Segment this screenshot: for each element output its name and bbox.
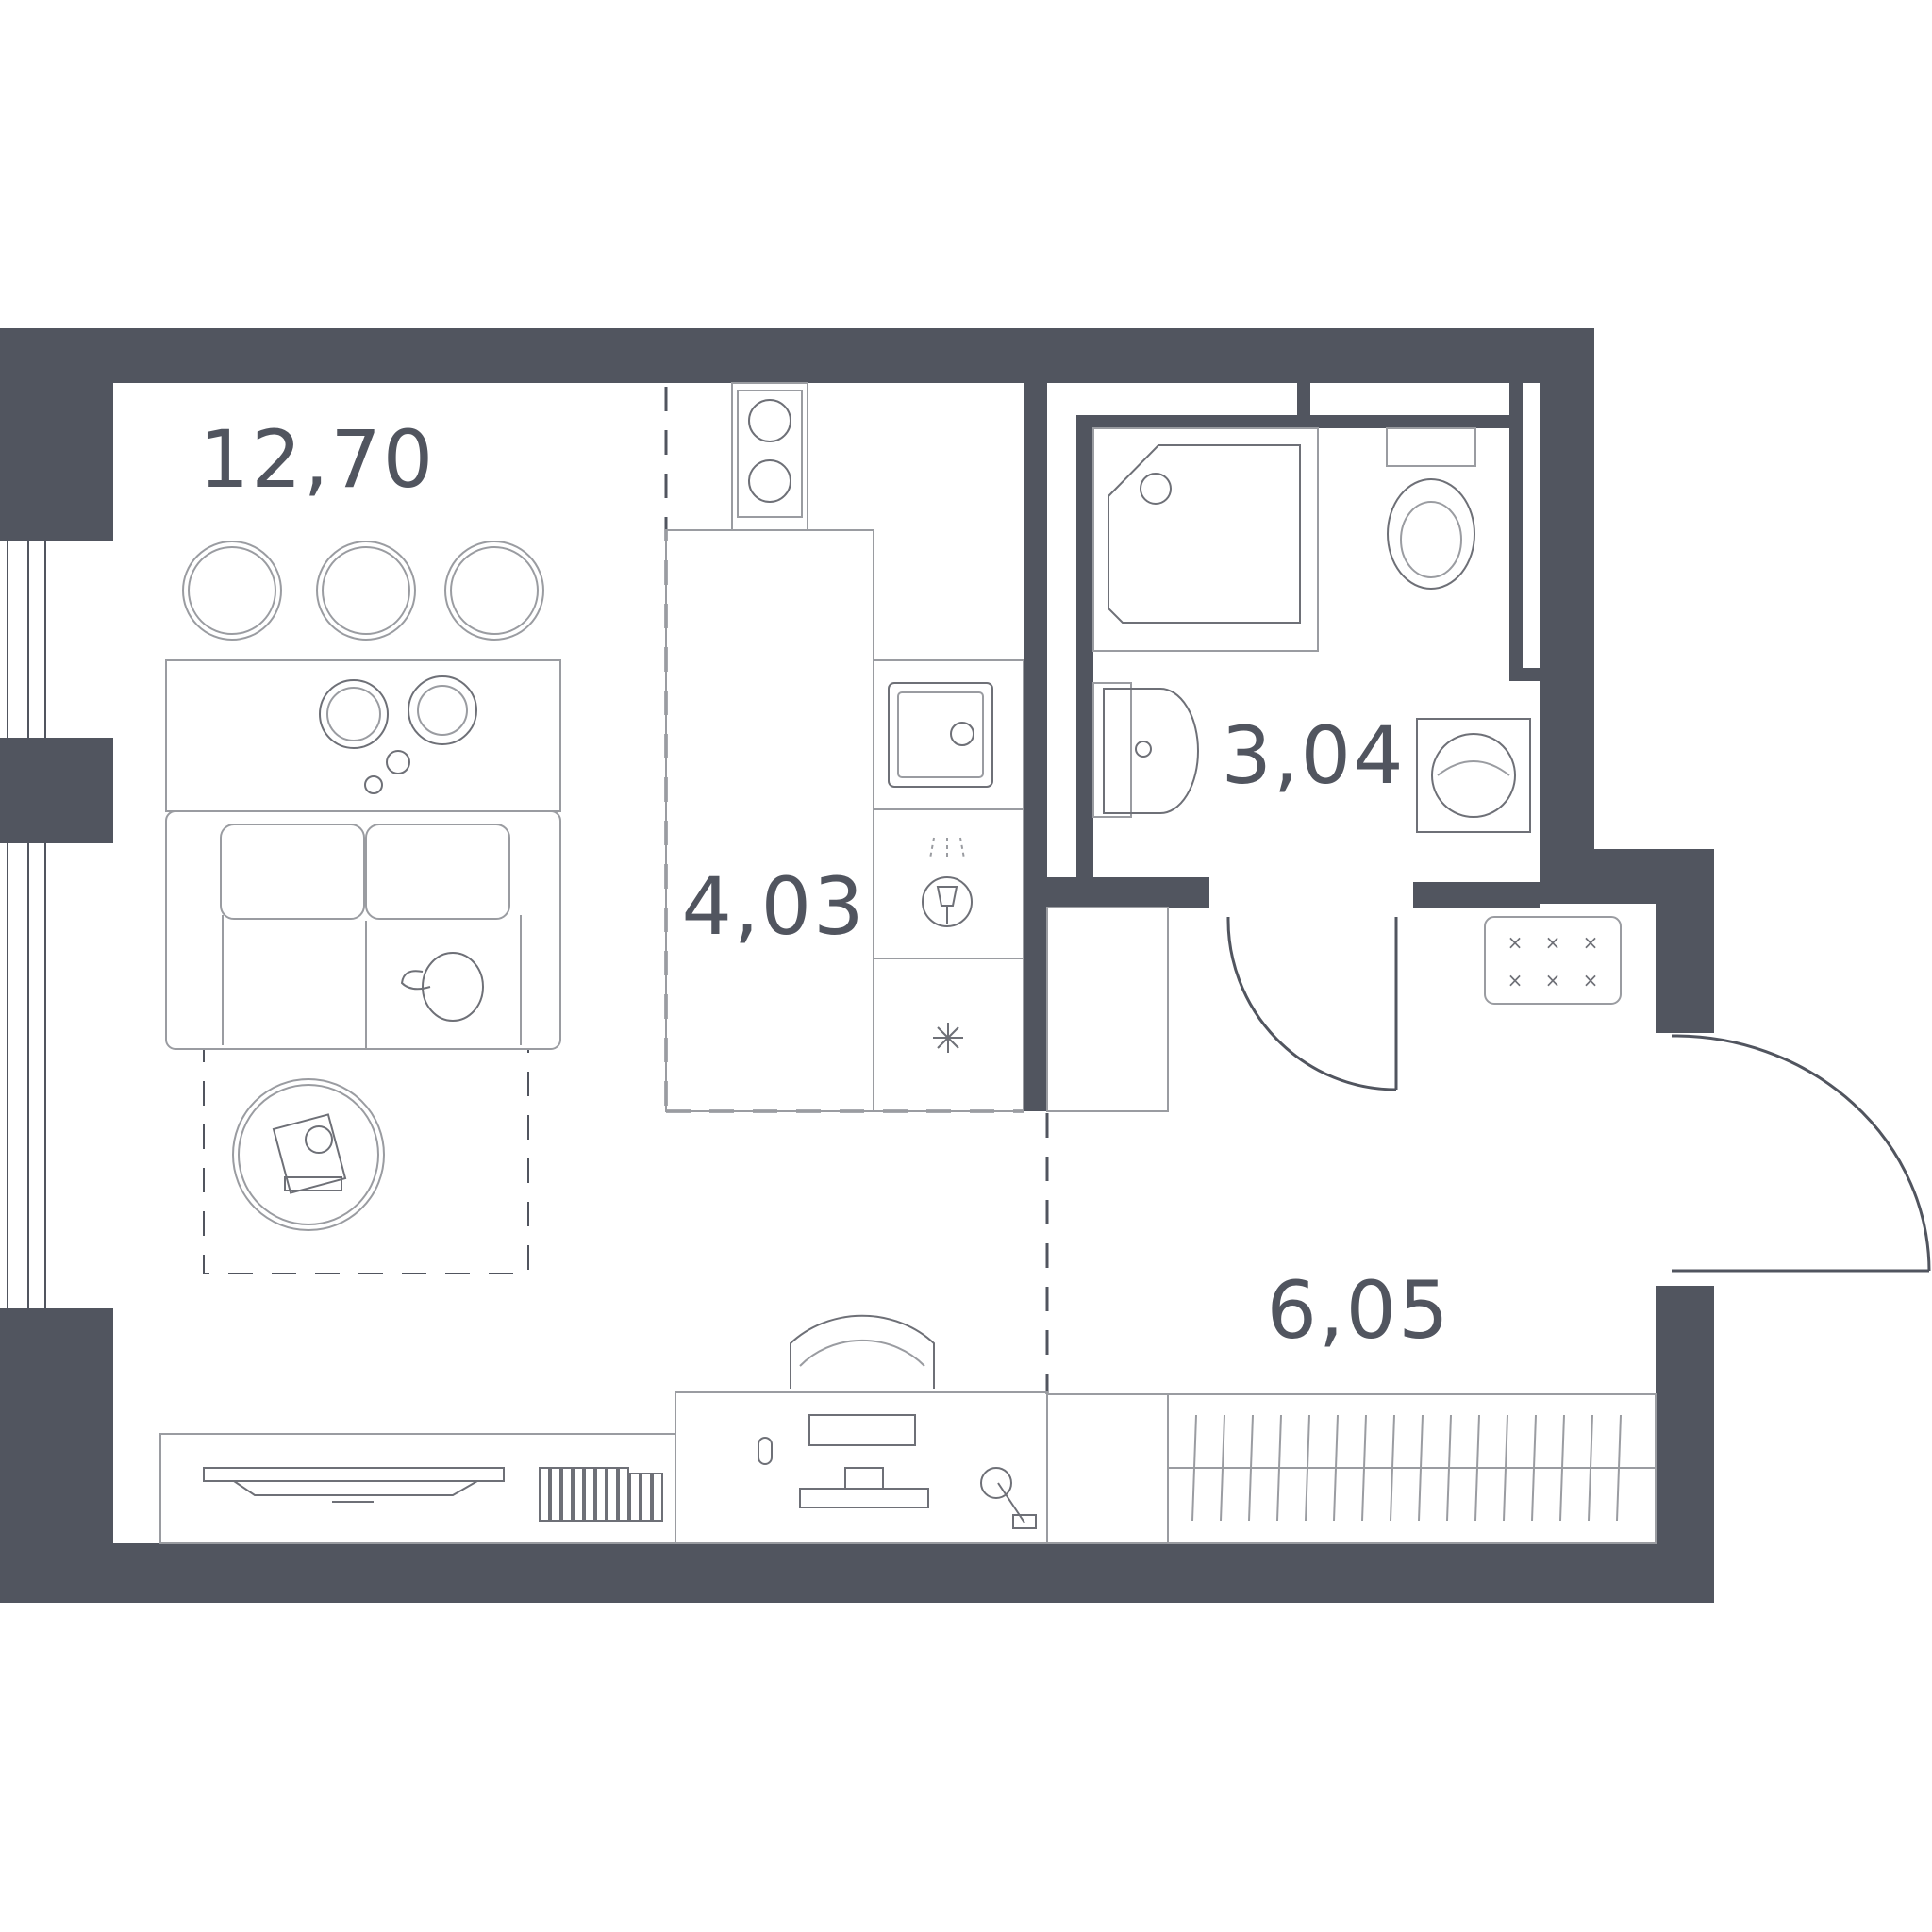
living-room-furniture [159, 541, 1048, 1544]
wall-bath-left [1076, 415, 1093, 882]
zone-dividers [203, 387, 1049, 1394]
wall-right-door-jamb-top [1656, 849, 1714, 1033]
kitchen-furniture [665, 382, 1024, 1112]
cup-icon [386, 750, 410, 774]
room-area-hallway: 6,05 [1266, 1264, 1450, 1357]
svg-text:×: × [1545, 969, 1561, 991]
desk-icon [675, 1314, 1048, 1544]
kitchen-counter [665, 529, 874, 1112]
wall-bath-bottom-right [1413, 882, 1540, 908]
walls [0, 328, 1714, 1603]
wall-bath-bottom-left [1047, 877, 1209, 908]
bathroom-furniture [1092, 427, 1531, 833]
wall-bath-top-right [1297, 383, 1310, 417]
cup-icon [364, 775, 383, 794]
plate-icon [319, 679, 389, 749]
plate-icon [408, 675, 477, 745]
hallway-furniture: × × × × × × [1046, 907, 1657, 1544]
wall-left-top [0, 328, 113, 541]
svg-text:×: × [1583, 969, 1599, 991]
wall-bath-top-stub [1509, 383, 1523, 679]
svg-text:×: × [1507, 969, 1524, 991]
coffee-table-icon [232, 1078, 385, 1231]
sofa-icon [165, 810, 561, 1050]
washbasin-icon [1092, 682, 1199, 818]
wall-bath-top-left [1076, 415, 1298, 428]
svg-text:×: × [1545, 931, 1561, 954]
wall-right-door-jamb-bottom [1656, 1286, 1714, 1603]
stool-icon [444, 541, 544, 641]
kitchen-cabinet [873, 659, 1024, 1112]
dining-table [165, 659, 561, 812]
window-lower [7, 843, 46, 1308]
svg-text:×: × [1583, 931, 1599, 954]
shower-icon [1092, 427, 1319, 652]
room-area-bathroom: 3,04 [1221, 709, 1405, 802]
dishwasher-icon [922, 837, 973, 927]
toilet-icon [1386, 427, 1476, 590]
tv-stand-icon [159, 1433, 676, 1544]
room-area-kitchen: 4,03 [681, 860, 865, 953]
books-icon [539, 1467, 663, 1522]
rug-outline [203, 1048, 529, 1274]
doors [1226, 916, 1931, 1273]
wall-bath-top-2 [1297, 415, 1512, 428]
washing-machine-icon [1416, 718, 1531, 833]
wall-outer-top [0, 328, 1594, 383]
svg-text:×: × [1507, 931, 1524, 954]
shoe-rack-icon: × × × × × × [1484, 916, 1622, 1005]
closet-lower [1046, 1393, 1169, 1544]
bathroom-door [1226, 916, 1398, 1091]
sink-icon [888, 682, 993, 788]
stool-icon [182, 541, 282, 641]
wall-outer-bottom [0, 1543, 1714, 1603]
wardrobe-icon [1167, 1393, 1657, 1544]
wall-kitchen-partition [1024, 383, 1047, 1111]
windows [7, 541, 46, 1308]
wall-right-upper [1540, 328, 1594, 851]
room-labels: 12,70 4,03 3,04 6,05 [199, 413, 1450, 1357]
entrance-door [1671, 1034, 1931, 1273]
cat-icon [400, 952, 484, 1022]
closet-upper [1046, 907, 1169, 1112]
wall-left-middle [0, 738, 113, 843]
stool-icon [316, 541, 416, 641]
room-area-living: 12,70 [199, 413, 435, 506]
window-upper [7, 541, 46, 738]
cooktop-icon [731, 382, 808, 531]
fridge-icon [933, 1023, 963, 1053]
wall-bath-top-stub2 [1509, 668, 1540, 681]
